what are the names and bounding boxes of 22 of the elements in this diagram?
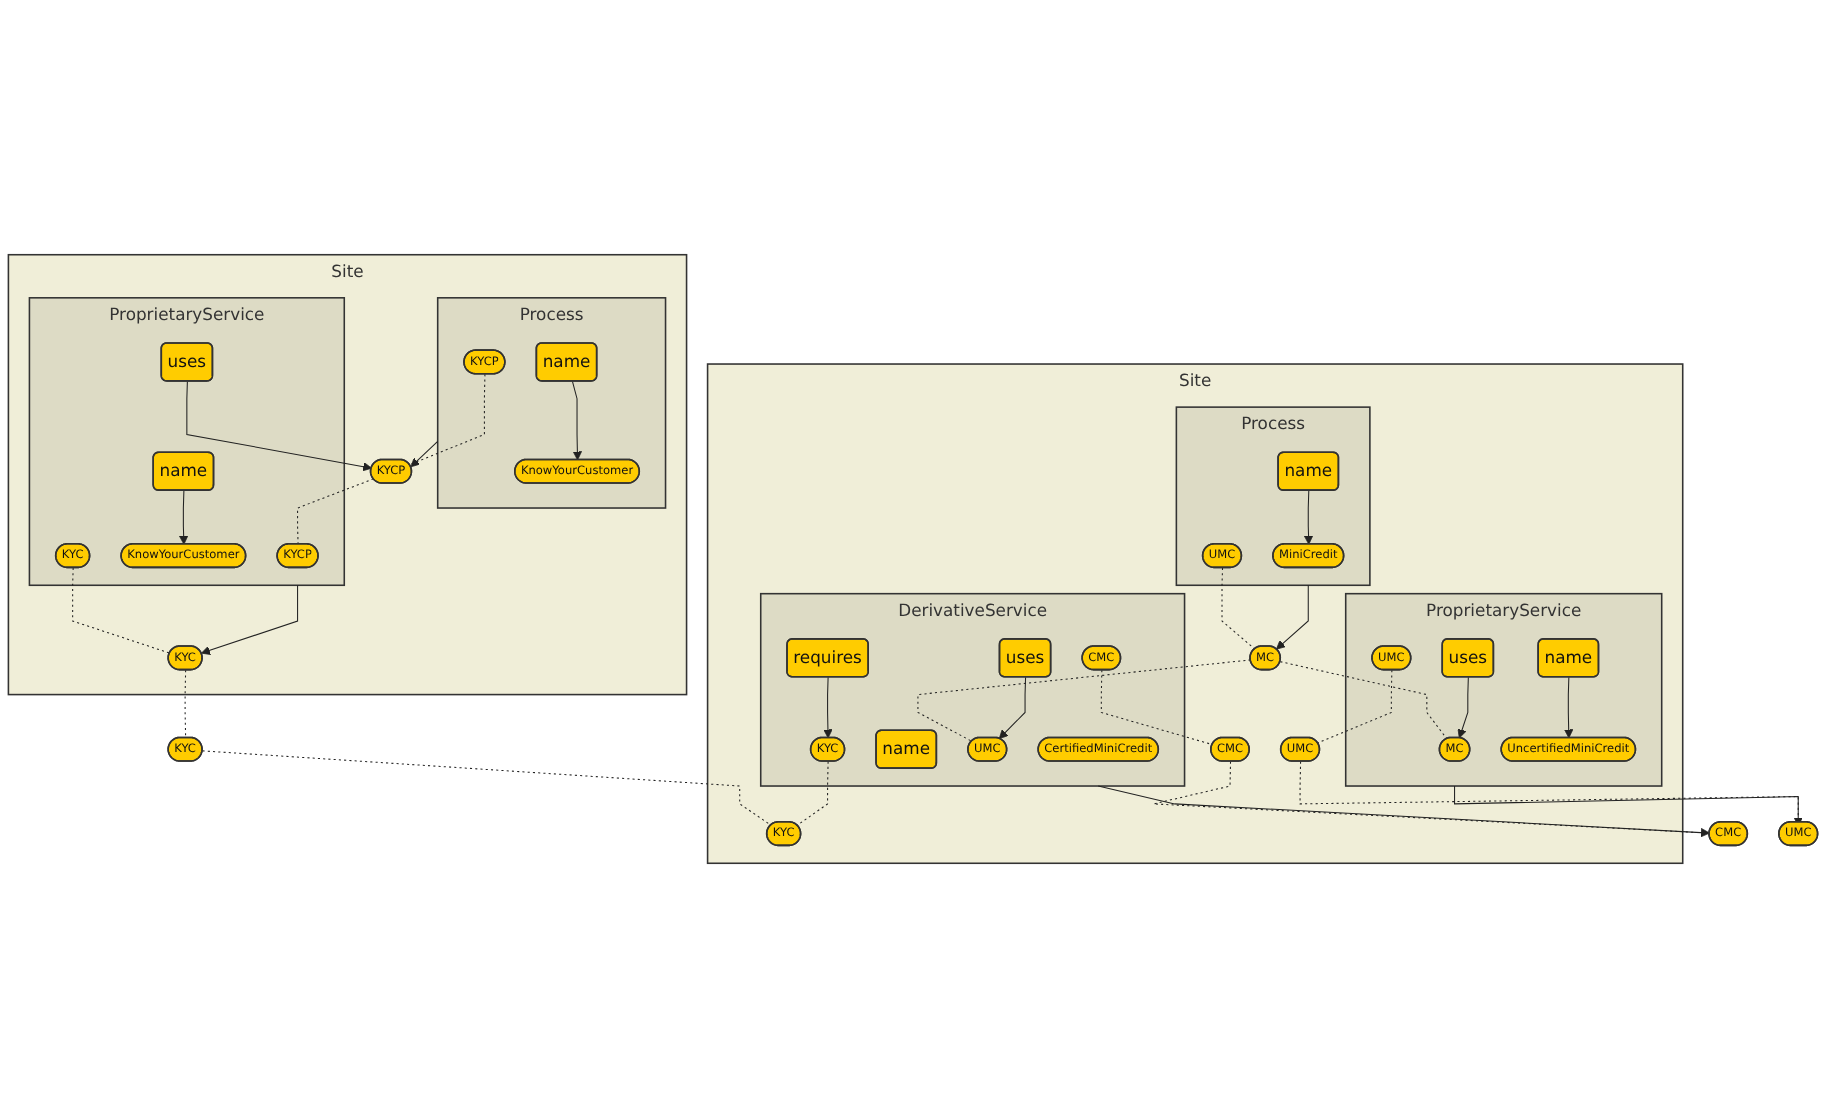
arrow bbox=[571, 380, 582, 461]
arrow bbox=[1457, 676, 1469, 739]
connector bbox=[1100, 669, 1214, 746]
arrow bbox=[200, 584, 299, 655]
connector bbox=[297, 478, 374, 545]
connector bbox=[202, 750, 772, 826]
connector bbox=[184, 669, 187, 739]
arrow bbox=[1564, 676, 1574, 739]
arrow bbox=[410, 440, 439, 468]
connector bbox=[796, 761, 829, 826]
connector bbox=[1317, 669, 1393, 744]
arrow bbox=[823, 676, 833, 739]
arrow bbox=[1276, 584, 1309, 650]
arrow bbox=[1303, 490, 1314, 545]
arrow bbox=[1097, 785, 1710, 838]
arrow bbox=[179, 490, 189, 545]
connector bbox=[917, 659, 1252, 742]
arrow bbox=[186, 380, 373, 472]
connector bbox=[409, 373, 486, 466]
connector bbox=[1221, 567, 1256, 650]
arrow bbox=[998, 676, 1027, 740]
connector bbox=[72, 567, 171, 654]
